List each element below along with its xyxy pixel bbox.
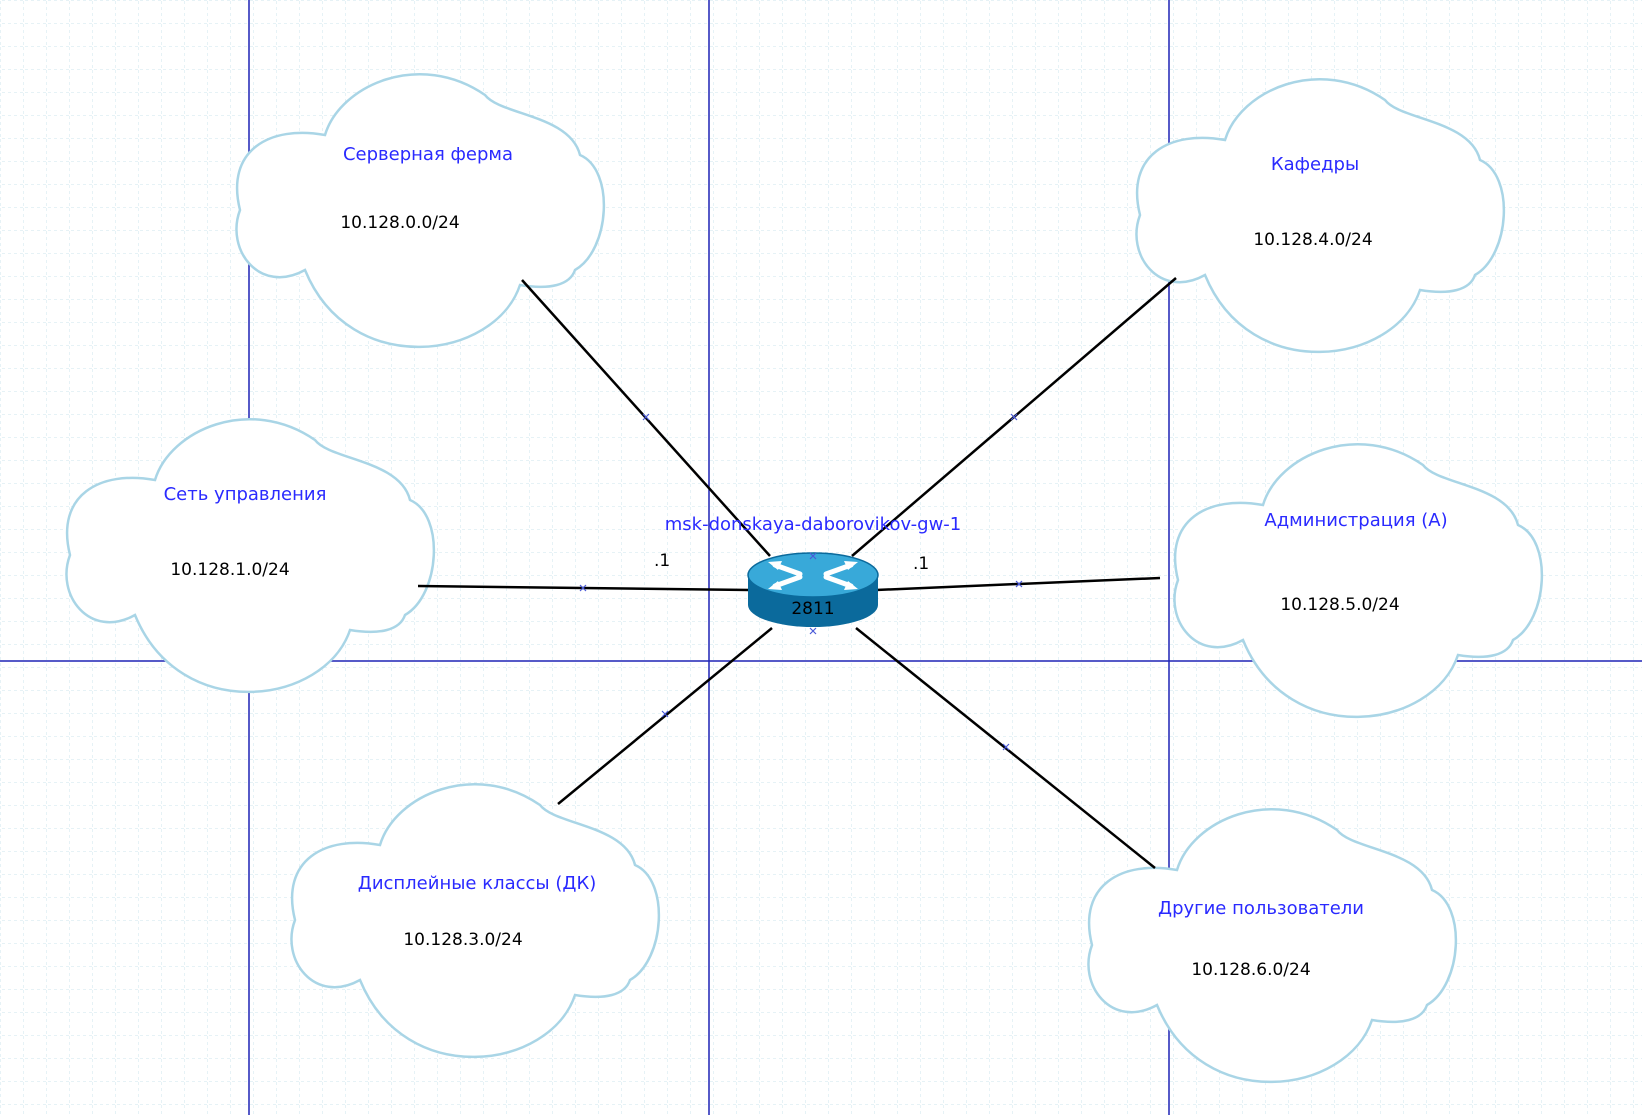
link-management[interactable] [417, 584, 751, 592]
cloud-server-farm[interactable]: Серверная ферма 10.128.0.0/24 [235, 73, 606, 349]
interface-label-right: .1 [913, 554, 929, 574]
router-hostname: msk-donskaya-daborovikov-gw-1 [665, 514, 962, 535]
cloud-subnet: 10.128.5.0/24 [1280, 595, 1399, 615]
cloud-name: Другие пользователи [1158, 898, 1364, 919]
link-display-classes[interactable] [557, 627, 773, 805]
cloud-departments[interactable]: Кафедры 10.128.4.0/24 [1135, 78, 1506, 354]
router-icon [747, 552, 879, 635]
link-marker [642, 413, 650, 421]
link-marker [1010, 413, 1018, 421]
cloud-name: Кафедры [1271, 154, 1359, 175]
interface-label-left: .1 [654, 551, 670, 571]
cloud-name: Серверная ферма [343, 144, 513, 165]
link-marker [1002, 743, 1010, 751]
cloud-name: Администрация (А) [1264, 510, 1447, 531]
cloud-management[interactable]: Сеть управления 10.128.1.0/24 [65, 418, 436, 694]
link-marker [661, 710, 669, 718]
cloud-name: Сеть управления [164, 484, 327, 505]
cloud-other-users[interactable]: Другие пользователи 10.128.6.0/24 [1087, 808, 1458, 1084]
cloud-administration[interactable]: Администрация (А) 10.128.5.0/24 [1173, 443, 1544, 719]
cloud-display-classes[interactable]: Дисплейные классы (ДК) 10.128.3.0/24 [290, 783, 661, 1059]
cloud-subnet: 10.128.6.0/24 [1191, 960, 1310, 980]
router-model: 2811 [791, 599, 834, 619]
link-server-farm[interactable] [521, 279, 771, 557]
cloud-outline [235, 73, 606, 349]
cloud-subnet: 10.128.0.0/24 [340, 213, 459, 233]
link-markers [579, 413, 1023, 751]
link-administration[interactable] [875, 576, 1161, 592]
router-node[interactable]: msk-donskaya-daborovikov-gw-1 2811 [665, 514, 962, 635]
cloud-outline [1087, 808, 1458, 1084]
cloud-outline [290, 783, 661, 1059]
link-marker [579, 584, 587, 592]
cloud-name: Дисплейные классы (ДК) [358, 873, 597, 894]
cloud-outline [65, 418, 436, 694]
link-marker [1015, 580, 1023, 588]
cloud-subnet: 10.128.4.0/24 [1253, 230, 1372, 250]
cloud-subnet: 10.128.1.0/24 [170, 560, 289, 580]
cloud-outline [1135, 78, 1506, 354]
cloud-outline [1173, 443, 1544, 719]
cloud-subnet: 10.128.3.0/24 [403, 930, 522, 950]
